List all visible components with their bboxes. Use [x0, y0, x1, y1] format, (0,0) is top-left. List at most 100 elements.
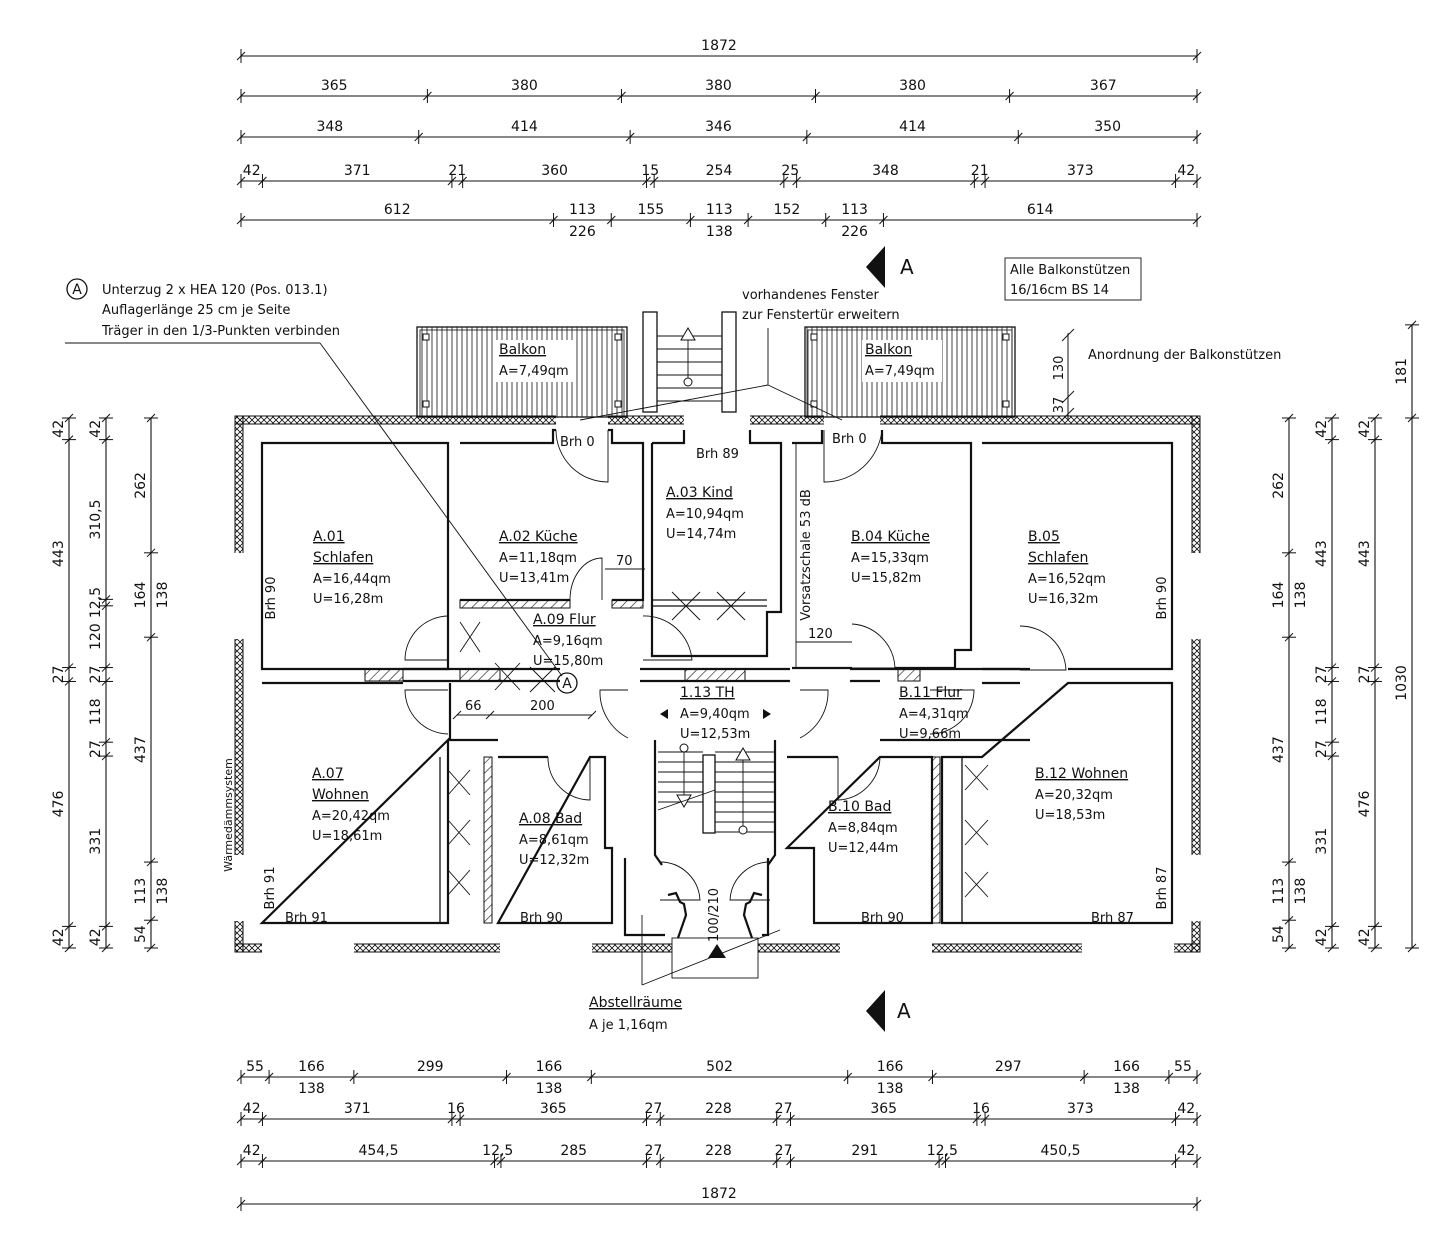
- dim-left-col3-label: 262: [133, 472, 149, 499]
- dim-left-col2-label: 331: [88, 828, 104, 855]
- dim-bottom-row2-label: 42: [243, 1101, 261, 1117]
- interior-walls: [259, 428, 1174, 925]
- dim-left-col3-label: 54: [133, 925, 149, 943]
- dim-right-col2-label: 27: [1314, 666, 1330, 684]
- sill-height-b04-door: Brh 0: [832, 432, 867, 447]
- room-perimeter: U=15,82m: [851, 571, 921, 586]
- room-outline-b10: [784, 755, 934, 925]
- room-title: A.02 Küche: [499, 529, 578, 545]
- sill-height-b12-south: Brh 87: [1091, 911, 1134, 926]
- stair-core-walls: [653, 740, 777, 866]
- room-perimeter: U=14,74m: [666, 527, 736, 542]
- dim-left-col1-label: 42: [51, 928, 67, 946]
- dim-right-col1-label: 113: [1271, 878, 1287, 905]
- dim-bottom-row2-label: 365: [870, 1101, 897, 1117]
- dim-bottom-row3-label: 228: [705, 1143, 732, 1159]
- dim-bottom-row1-sublabel: 138: [1113, 1081, 1140, 1097]
- section-marker-bottom: A: [866, 990, 911, 1032]
- callout-line-1: Unterzug 2 x HEA 120 (Pos. 013.1): [102, 283, 328, 298]
- dim-bottom-row1-label: 166: [877, 1059, 904, 1075]
- dim-top-row3-label: 414: [511, 119, 538, 135]
- room-area: A=9,40qm: [680, 707, 750, 722]
- door-icon: [729, 861, 771, 901]
- door-icon: [837, 756, 881, 801]
- room-title: 1.13 TH: [680, 685, 735, 701]
- balcony-supports-arrangement: Anordnung der Balkonstützen: [1088, 348, 1281, 363]
- dim-top-row2-label: 367: [1090, 78, 1117, 94]
- dim-a02-door: 70: [616, 554, 633, 569]
- acoustic-lining-label: Vorsatzschale 53 dB: [799, 489, 814, 621]
- dim-bottom-row1-label: 55: [246, 1059, 264, 1075]
- sill-height-a07-west: Brh 91: [263, 867, 278, 910]
- room-title: A.03 Kind: [666, 485, 733, 501]
- dim-top-row4-label: 254: [706, 163, 733, 179]
- room-title: B.04 Küche: [851, 529, 930, 545]
- dim-top-row5-label: 614: [1027, 202, 1054, 218]
- dim-right-col1-label: 437: [1271, 736, 1287, 763]
- dim-left-col1-label: 476: [51, 790, 67, 817]
- dim-bottom-row2-label: 16: [447, 1101, 465, 1117]
- dim-top-row2-label: 380: [511, 78, 538, 94]
- dim-right-col3-label: 27: [1357, 666, 1373, 684]
- dim-top-row4-label: 360: [541, 163, 568, 179]
- callout-a-letter: A: [72, 282, 82, 298]
- dim-top-row2-label: 380: [899, 78, 926, 94]
- dim-left-col2-label: 310,5: [88, 499, 104, 539]
- dim-right-col3-label: 476: [1357, 790, 1373, 817]
- dim-right-col2-label: 443: [1314, 540, 1330, 567]
- room-title: B.11 Flur: [899, 685, 962, 701]
- room-perimeter: U=12,44m: [828, 841, 898, 856]
- entrance-door-size: 100/210: [707, 888, 722, 942]
- dim-bottom-row2-label: 373: [1067, 1101, 1094, 1117]
- dim-top-row5-label: 113: [706, 202, 733, 218]
- sill-height-a07-south: Brh 91: [285, 911, 328, 926]
- dim-top-row2-label: 380: [705, 78, 732, 94]
- dim-bottom-row3-label: 285: [560, 1143, 587, 1159]
- room-perimeter: U=18,53m: [1035, 808, 1105, 823]
- dim-bottom-row3-label: 27: [775, 1143, 793, 1159]
- room-area: A=15,33qm: [851, 551, 929, 566]
- room-perimeter: U=16,28m: [313, 592, 383, 607]
- dim-left-col2-label: 42: [88, 928, 104, 946]
- dim-top-row4-label: 25: [781, 163, 799, 179]
- door-icon: [1019, 625, 1067, 671]
- room-title: A.09 Flur: [533, 612, 596, 628]
- dim-top-overall-label: 1872: [701, 38, 737, 54]
- dim-top-row5-sublabel: 226: [569, 224, 596, 240]
- door-icon: [851, 623, 896, 669]
- balcony-supports-box: [1004, 257, 1142, 301]
- dim-top-row3-label: 346: [705, 119, 732, 135]
- sill-height-b12-east: Brh 87: [1155, 867, 1170, 910]
- room-perimeter: U=16,32m: [1028, 592, 1098, 607]
- room-area: A=16,52qm: [1028, 572, 1106, 587]
- entrance: [623, 858, 781, 986]
- room-outline-a03: [650, 430, 783, 658]
- door-icon: [555, 429, 609, 483]
- balcony-depth-dim: 130: [1052, 356, 1067, 381]
- room-area: A=20,32qm: [1035, 788, 1113, 803]
- dim-top-row3-label: 348: [316, 119, 343, 135]
- door-icon: [599, 689, 629, 739]
- dim-top-row5-sublabel: 138: [706, 224, 733, 240]
- dim-left-col2-label: 120: [88, 623, 104, 650]
- dim-bottom-row1-label: 297: [995, 1059, 1022, 1075]
- door-icon: [799, 689, 829, 739]
- dim-bottom-row3-label: 12,5: [482, 1143, 513, 1159]
- door-icon: [404, 689, 449, 735]
- door-icon: [569, 557, 603, 601]
- insulation-label: Wärmedämmsystem: [222, 758, 235, 872]
- dim-left-col1-label: 443: [51, 540, 67, 567]
- sill-height-a02-door: Brh 0: [560, 435, 595, 450]
- window-note-1: vorhandenes Fenster: [742, 288, 879, 303]
- entrance-arrow-icon: [708, 944, 726, 958]
- room-outline-a07: [259, 681, 498, 925]
